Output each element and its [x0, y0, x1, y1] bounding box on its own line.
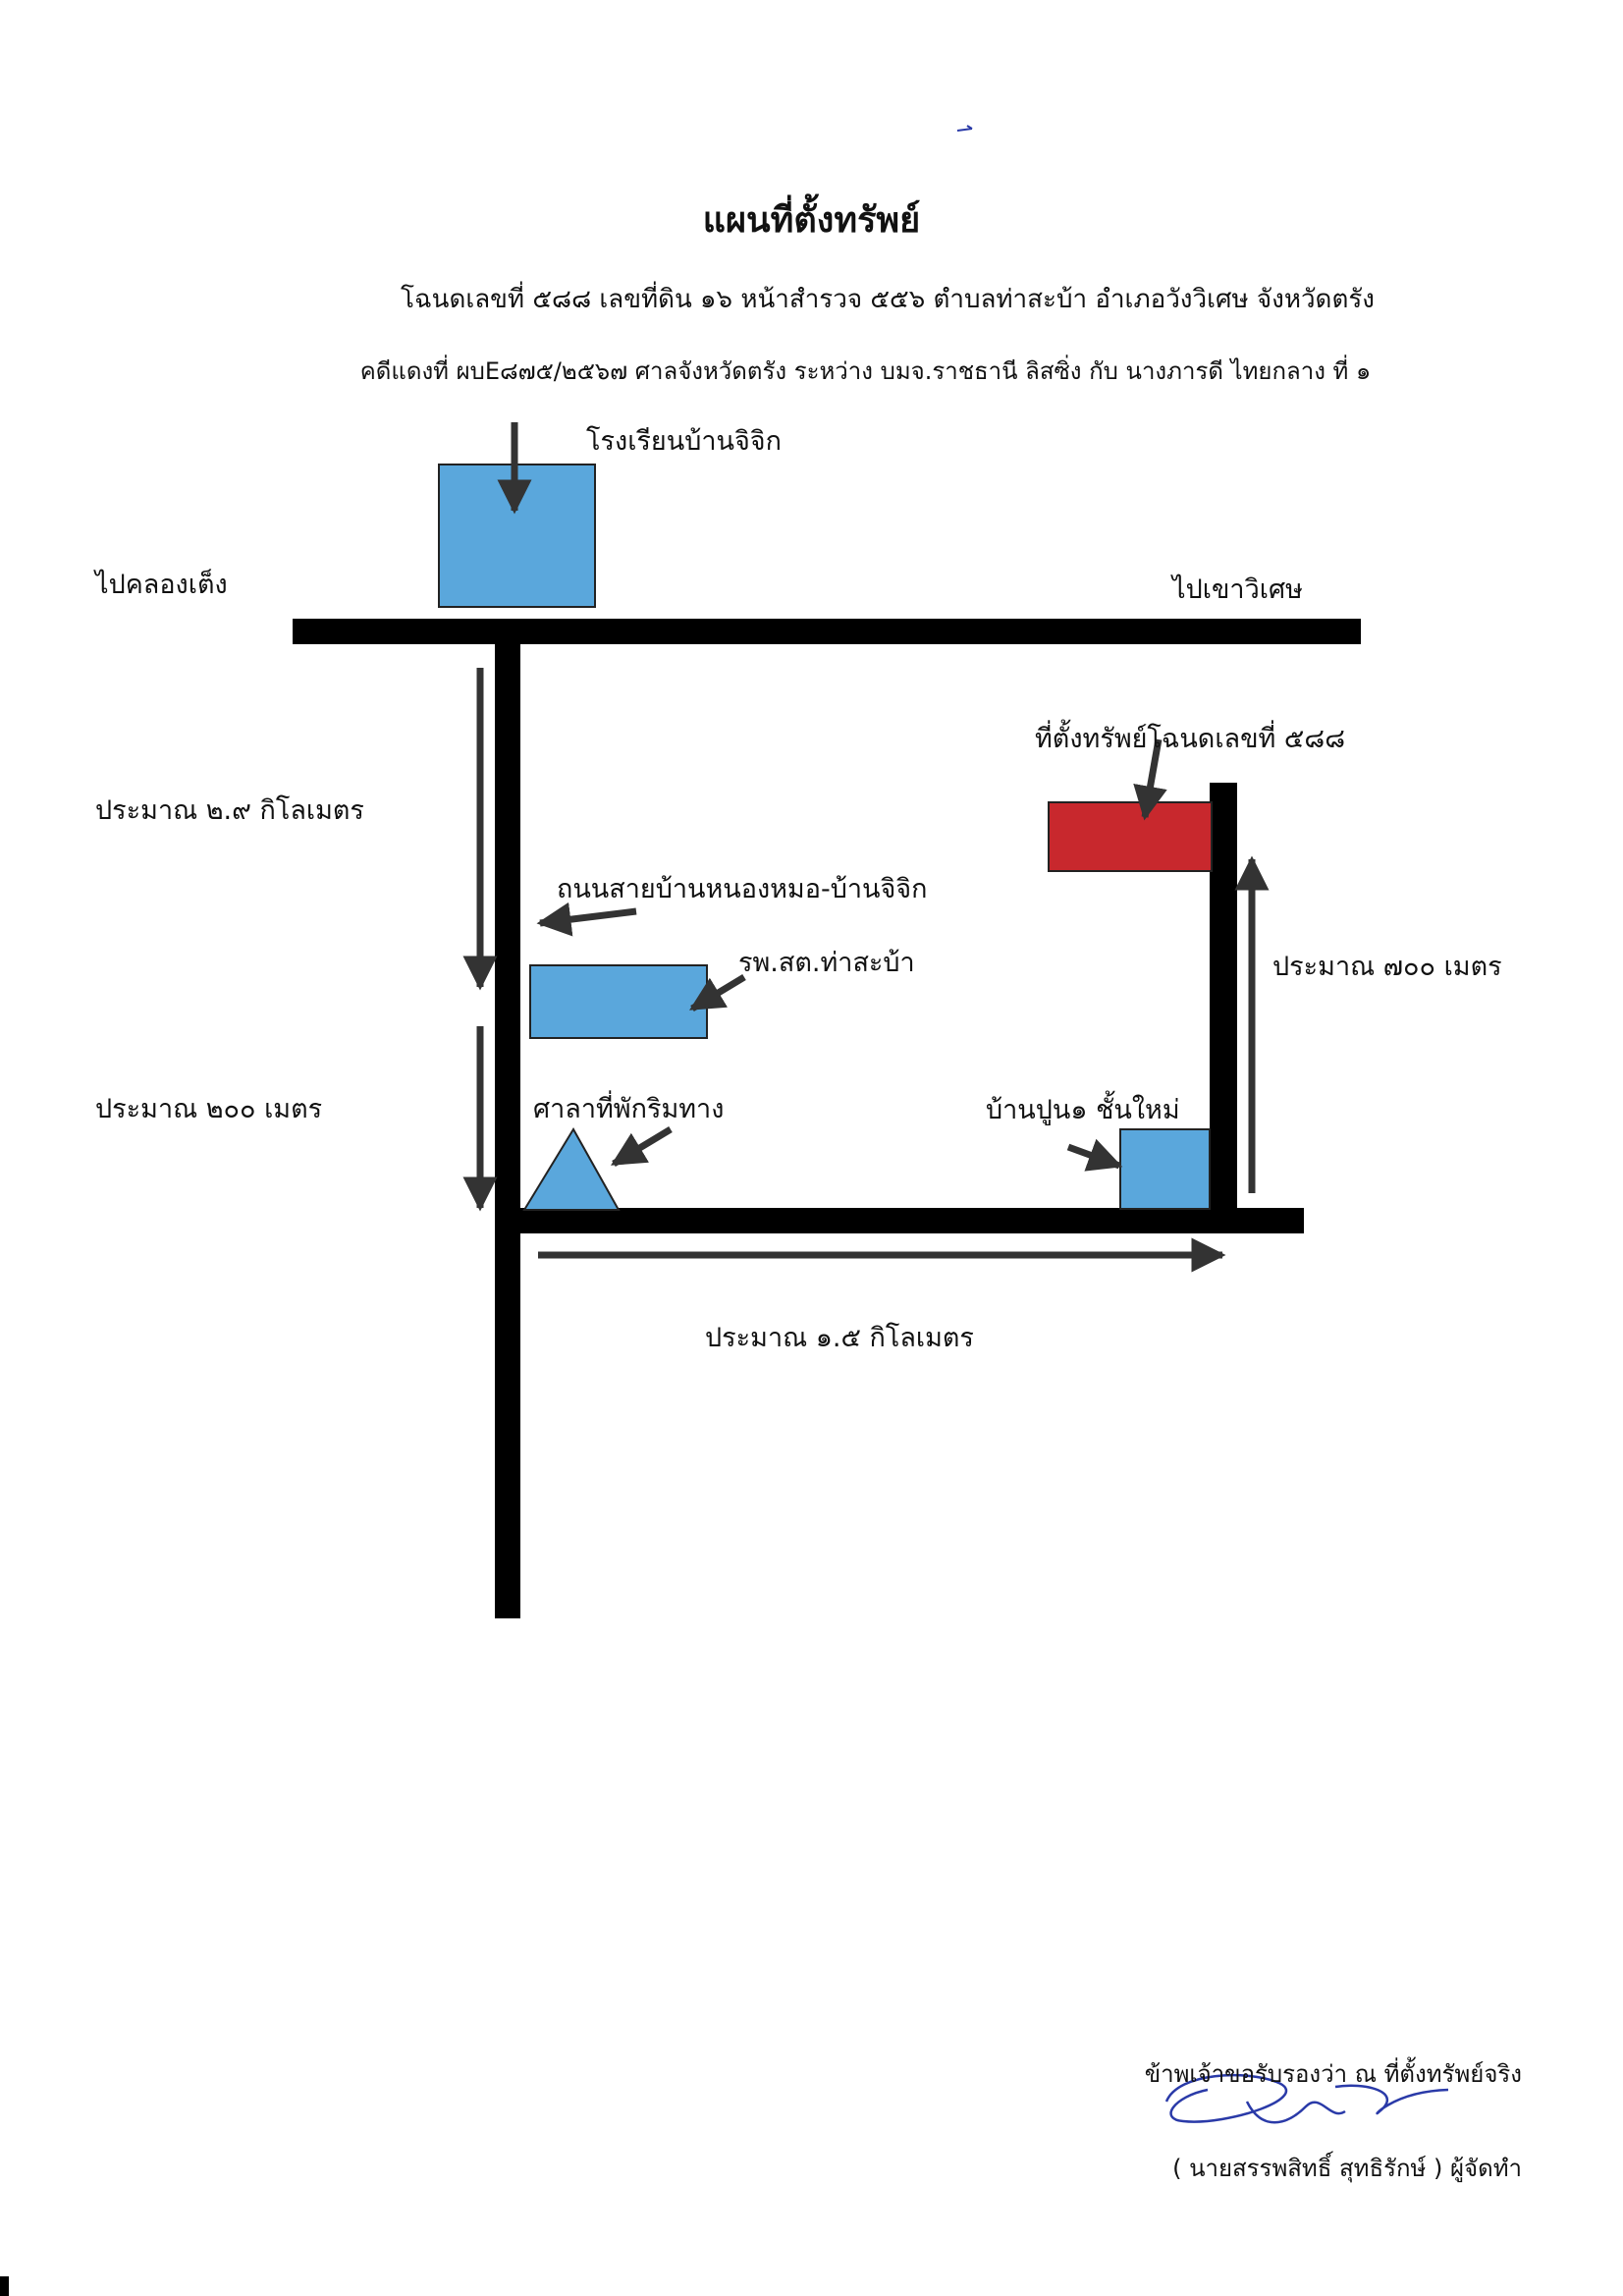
signature-mark [1164, 2073, 1449, 2124]
to-east-label: ไปเขาวิเศษ [1172, 574, 1303, 605]
to-west-label: ไปคลองเต็ง [95, 570, 228, 600]
house-box [1119, 1128, 1211, 1210]
house-label: บ้านปูน๑ ชั้นใหม่ [986, 1095, 1180, 1125]
house-arrow [1066, 1138, 1123, 1172]
scan-corner-mark [0, 2276, 9, 2296]
distance-1-5km-label: ประมาณ ๑.๕ กิโลเมตร [705, 1323, 974, 1353]
distance-2-9km-label: ประมาณ ๒.๙ กิโลเมตร [95, 795, 364, 826]
signer-name: ( นายสรรพสิทธิ์ สุทธิรักษ์ ) ผู้จัดทำ [1172, 2155, 1522, 2182]
road-main-vertical [495, 643, 520, 1618]
health-station-label: รพ.สต.ท่าสะบ้า [738, 948, 915, 978]
sala-arrow [611, 1126, 673, 1167]
stray-ink-mark [956, 125, 973, 132]
case-info-line: คดีแดงที่ ผบE๘๗๕/๒๕๖๗ ศาลจังหวัดตรัง ระห… [359, 357, 1372, 385]
road-name-arrow [536, 902, 637, 937]
distance-700m-label: ประมาณ ๗๐๐ เมตร [1272, 952, 1502, 982]
property-label: ที่ตั้งทรัพย์โฉนดเลขที่ ๕๘๘ [1035, 724, 1346, 754]
map-title: แผนที่ตั้งทรัพย์ [702, 200, 921, 241]
property-arrow [1133, 738, 1167, 821]
road-top-horizontal [293, 619, 1361, 644]
road-lower-horizontal [520, 1208, 1304, 1233]
sala-label: ศาลาที่พักริมทาง [533, 1094, 725, 1124]
certification-text: ข้าพเจ้าขอรับรองว่า ณ ที่ตั้งทรัพย์จริง [1144, 2060, 1522, 2088]
school-label: โรงเรียนบ้านจิจิก [586, 426, 782, 457]
deed-info-line: โฉนดเลขที่ ๕๘๘ เลขที่ดิน ๑๖ หน้าสำรวจ ๕๕… [401, 285, 1375, 314]
health-station-box [529, 964, 708, 1039]
road-name-label: ถนนสายบ้านหนองหมอ-บ้านจิจิก [557, 874, 928, 904]
sala-triangle [522, 1127, 621, 1211]
distance-200m-label: ประมาณ ๒๐๐ เมตร [95, 1094, 323, 1124]
property-box [1048, 801, 1213, 872]
health-station-arrow [689, 974, 746, 1011]
road-right-vertical [1210, 783, 1237, 1215]
